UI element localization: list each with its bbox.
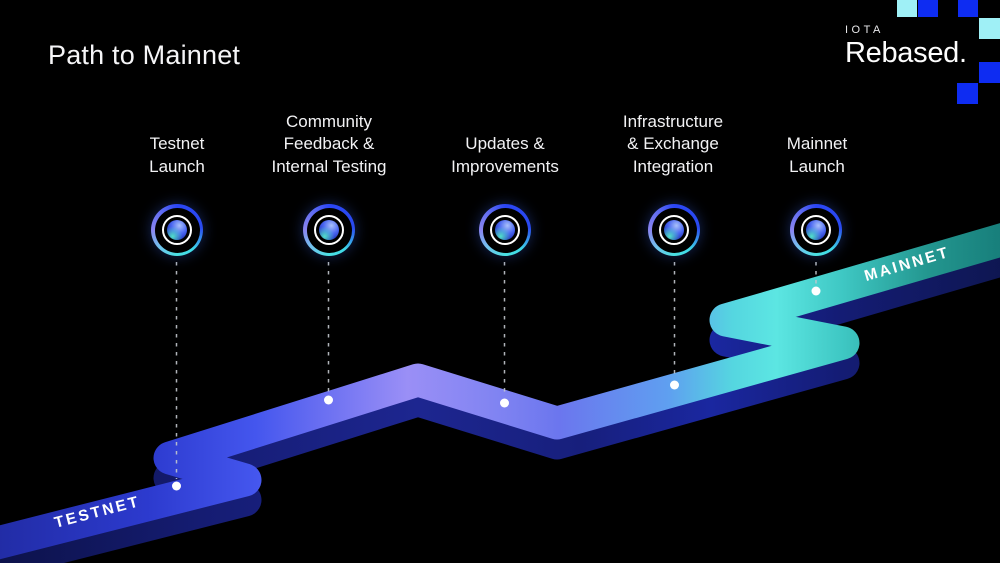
node-core-sphere xyxy=(319,220,339,240)
node-core-sphere xyxy=(167,220,187,240)
pixel-square-decoration xyxy=(897,0,917,17)
milestone-label-infrastructure-exchange: Infrastructure & Exchange Integration xyxy=(558,111,788,179)
label-line: Community xyxy=(286,111,372,131)
label-line: Testnet xyxy=(149,134,205,153)
connector-dot-1 xyxy=(172,481,181,491)
pixel-square-decoration xyxy=(979,18,1000,39)
milestone-node-icon xyxy=(303,204,355,256)
pixel-square-decoration xyxy=(958,0,978,17)
connector-dot-5 xyxy=(811,286,821,296)
iota-rebased-logo: IOTA Rebased. xyxy=(845,24,967,70)
label-line: Infrastructure xyxy=(622,111,724,131)
milestone-node-icon xyxy=(790,204,842,256)
logo-brand-text: IOTA xyxy=(845,24,884,36)
pixel-square-decoration xyxy=(957,83,978,104)
label-line: Integration xyxy=(632,156,714,176)
milestone-node-icon xyxy=(479,204,531,256)
milestone-label-updates-improvements: Updates & Improvements xyxy=(390,133,620,178)
milestone-node-icon xyxy=(151,204,203,256)
pixel-square-decoration xyxy=(918,0,938,17)
label-line: Mainnet xyxy=(786,134,848,153)
connector-dot-3 xyxy=(500,398,509,408)
label-line: & Exchange xyxy=(627,134,719,153)
label-line: Launch xyxy=(149,156,205,176)
milestone-label-mainnet-launch: Mainnet Launch xyxy=(702,133,932,178)
connector-dot-4 xyxy=(670,380,679,390)
pixel-square-decoration xyxy=(979,62,1000,83)
label-line: Feedback & xyxy=(283,134,375,153)
label-line: Internal Testing xyxy=(271,156,387,176)
connector-dot-2 xyxy=(324,395,333,405)
node-core-sphere xyxy=(664,220,684,240)
node-core-sphere xyxy=(806,220,826,240)
milestone-node-icon xyxy=(648,204,700,256)
label-line: Launch xyxy=(789,156,845,176)
logo-product-text: Rebased. xyxy=(845,37,967,69)
ribbon-top-face xyxy=(0,223,1000,560)
page-title: Path to Mainnet xyxy=(48,40,241,70)
label-line: Updates & xyxy=(465,134,545,153)
label-line: Improvements xyxy=(451,156,559,176)
milestone-label-testnet-launch: Testnet Launch xyxy=(62,133,292,178)
node-core-sphere xyxy=(495,220,515,240)
milestone-label-community-feedback: Community Feedback & Internal Testing xyxy=(214,111,444,179)
